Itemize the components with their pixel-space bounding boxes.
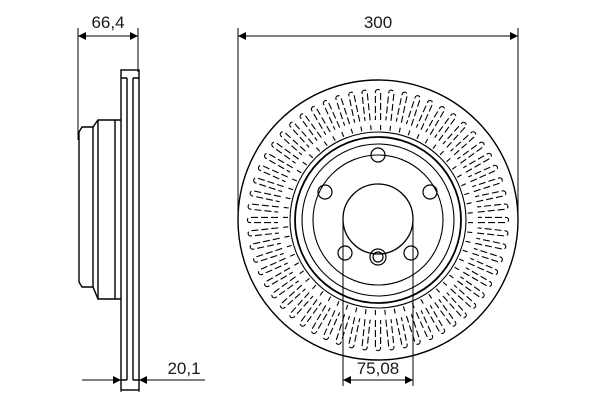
- front-view: [237, 28, 519, 386]
- hub-height-label: 66,4: [91, 13, 124, 32]
- side-view: [77, 28, 140, 392]
- bolt-holes: [317, 147, 438, 261]
- dimension-center-bore: 75,08: [343, 359, 413, 384]
- thickness-label: 20,1: [167, 359, 200, 378]
- dimension-diameter: 300: [238, 13, 518, 40]
- dimension-thickness: 20,1: [82, 359, 205, 384]
- locating-hole: [369, 248, 387, 266]
- vent-slots: [246, 88, 510, 352]
- diameter-label: 300: [364, 13, 392, 32]
- center-bore-label: 75,08: [357, 359, 400, 378]
- dimension-hub-height: 66,4: [78, 13, 138, 40]
